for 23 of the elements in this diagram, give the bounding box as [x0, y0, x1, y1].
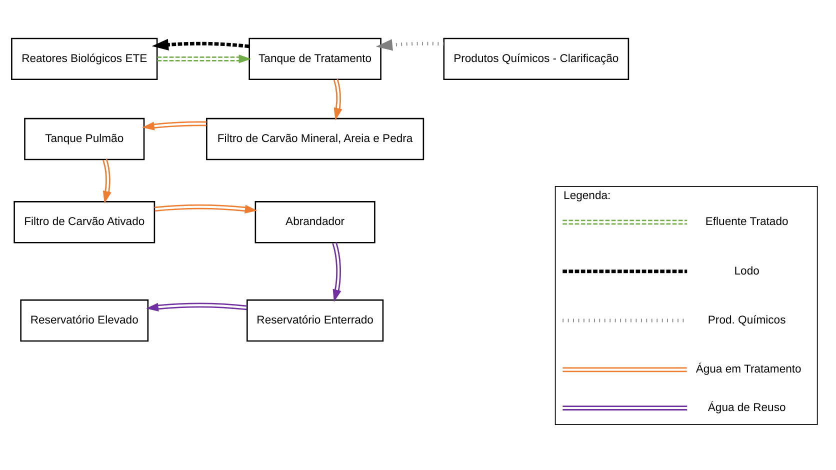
- legend-label: Lodo: [734, 265, 760, 278]
- node-box: Tanque de Tratamento: [248, 38, 382, 80]
- legend-label: Efluente Tratado: [705, 216, 788, 228]
- node-box: Reatores Biológicos ETE: [11, 38, 158, 80]
- arrow: [332, 242, 342, 302]
- legend-label: Água de Reuso: [708, 402, 786, 414]
- node-box: Reservatório Enterrado: [246, 299, 384, 342]
- node-box: Filtro de Carvão Ativado: [14, 201, 156, 244]
- node-box: Tanque Pulmão: [24, 118, 145, 160]
- arrow: [333, 78, 342, 120]
- node-box: Filtro de Carvão Mineral, Areia e Pedra: [206, 118, 424, 160]
- arrow: [102, 158, 112, 204]
- arrow: [152, 38, 250, 50]
- arrow: [376, 39, 444, 51]
- arrow: [142, 121, 207, 130]
- node-box: Produtos Químicos - Clarificação: [443, 38, 630, 80]
- node-box: Reservatório Elevado: [20, 299, 149, 342]
- legend-label: Prod. Químicos: [708, 314, 786, 326]
- legend-label: Água em Tratamento: [696, 364, 802, 376]
- arrow: [154, 204, 258, 214]
- arrow: [157, 54, 252, 64]
- arrow: [146, 302, 248, 312]
- node-box: Abrandador: [254, 201, 376, 244]
